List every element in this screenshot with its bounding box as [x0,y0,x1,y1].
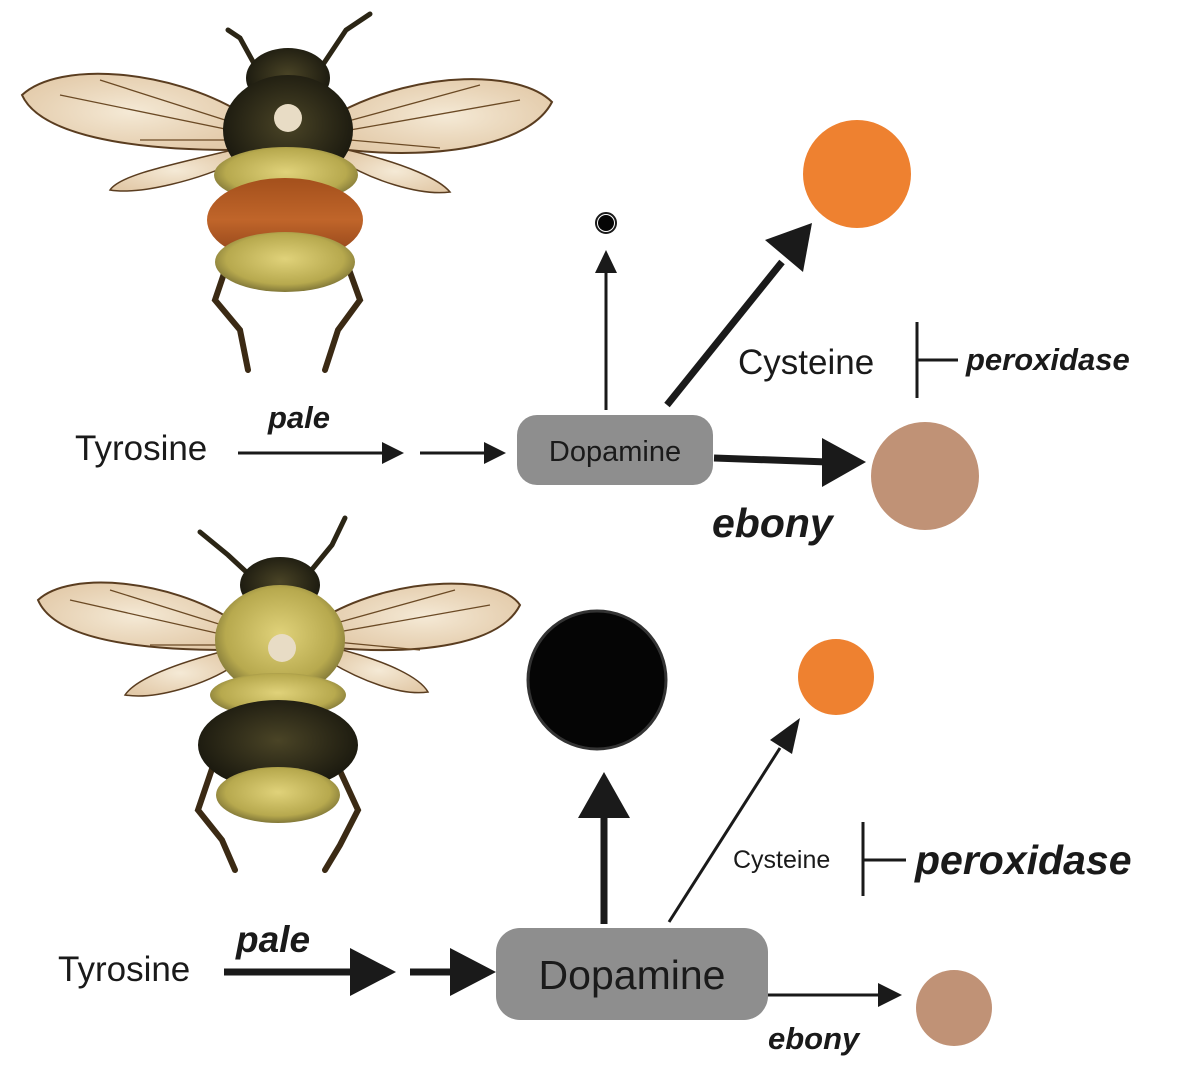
bottom-black-circle-ring [526,609,668,751]
top-arrowhead-up [595,250,617,273]
bottom-cysteine-label: Cysteine [733,846,830,874]
bottom-black-pigment-circle [529,612,665,748]
top-peroxidase-label: peroxidase [965,342,1130,377]
top-pathway: Tyrosine pale Dopamine Cysteine peroxida… [75,120,1130,546]
top-orange-pigment-circle [803,120,911,228]
bottom-dopamine-label: Dopamine [539,952,726,998]
bottom-arrowhead-up [578,772,630,818]
top-pale-label: pale [267,400,330,435]
bottom-ebony-label: ebony [768,1021,861,1056]
bottom-tyrosine-label: Tyrosine [58,950,190,989]
bottom-arrowhead-orange [770,718,800,754]
top-ebony-label: ebony [712,500,835,546]
top-dopamine-label: Dopamine [549,436,681,468]
bottom-dopamine-box [496,928,768,1020]
bottom-arrowhead-1 [350,948,396,996]
top-black-dot-ring [595,212,617,234]
bottom-pathway: Tyrosine pale Dopamine Cysteine peroxida… [58,609,1132,1056]
top-arrowhead-2 [484,442,506,464]
top-tan-pigment-circle [871,422,979,530]
top-dopamine-box [517,415,713,485]
bottom-arrowhead-2 [450,948,496,996]
bottom-pale-label: pale [235,919,310,960]
top-arrowhead-orange [765,223,812,272]
bottom-arrow-to-orange [667,747,782,923]
bottom-peroxidase-label: peroxidase [914,837,1132,883]
top-tyrosine-label: Tyrosine [75,429,207,468]
bottom-arrowhead-tan [878,983,902,1007]
top-arrowhead-tan [822,438,866,487]
bumblebee-black-banded-icon [36,515,522,873]
top-black-pigment-dot [598,215,614,231]
top-arrowhead-1 [382,442,404,464]
top-cysteine-label: Cysteine [738,343,874,382]
top-arrow-to-orange [664,259,785,408]
bumblebee-red-banded-icon [20,11,554,373]
bottom-orange-pigment-circle [798,639,874,715]
top-arrow-to-tan [713,454,829,466]
bottom-tan-pigment-circle [916,970,992,1046]
